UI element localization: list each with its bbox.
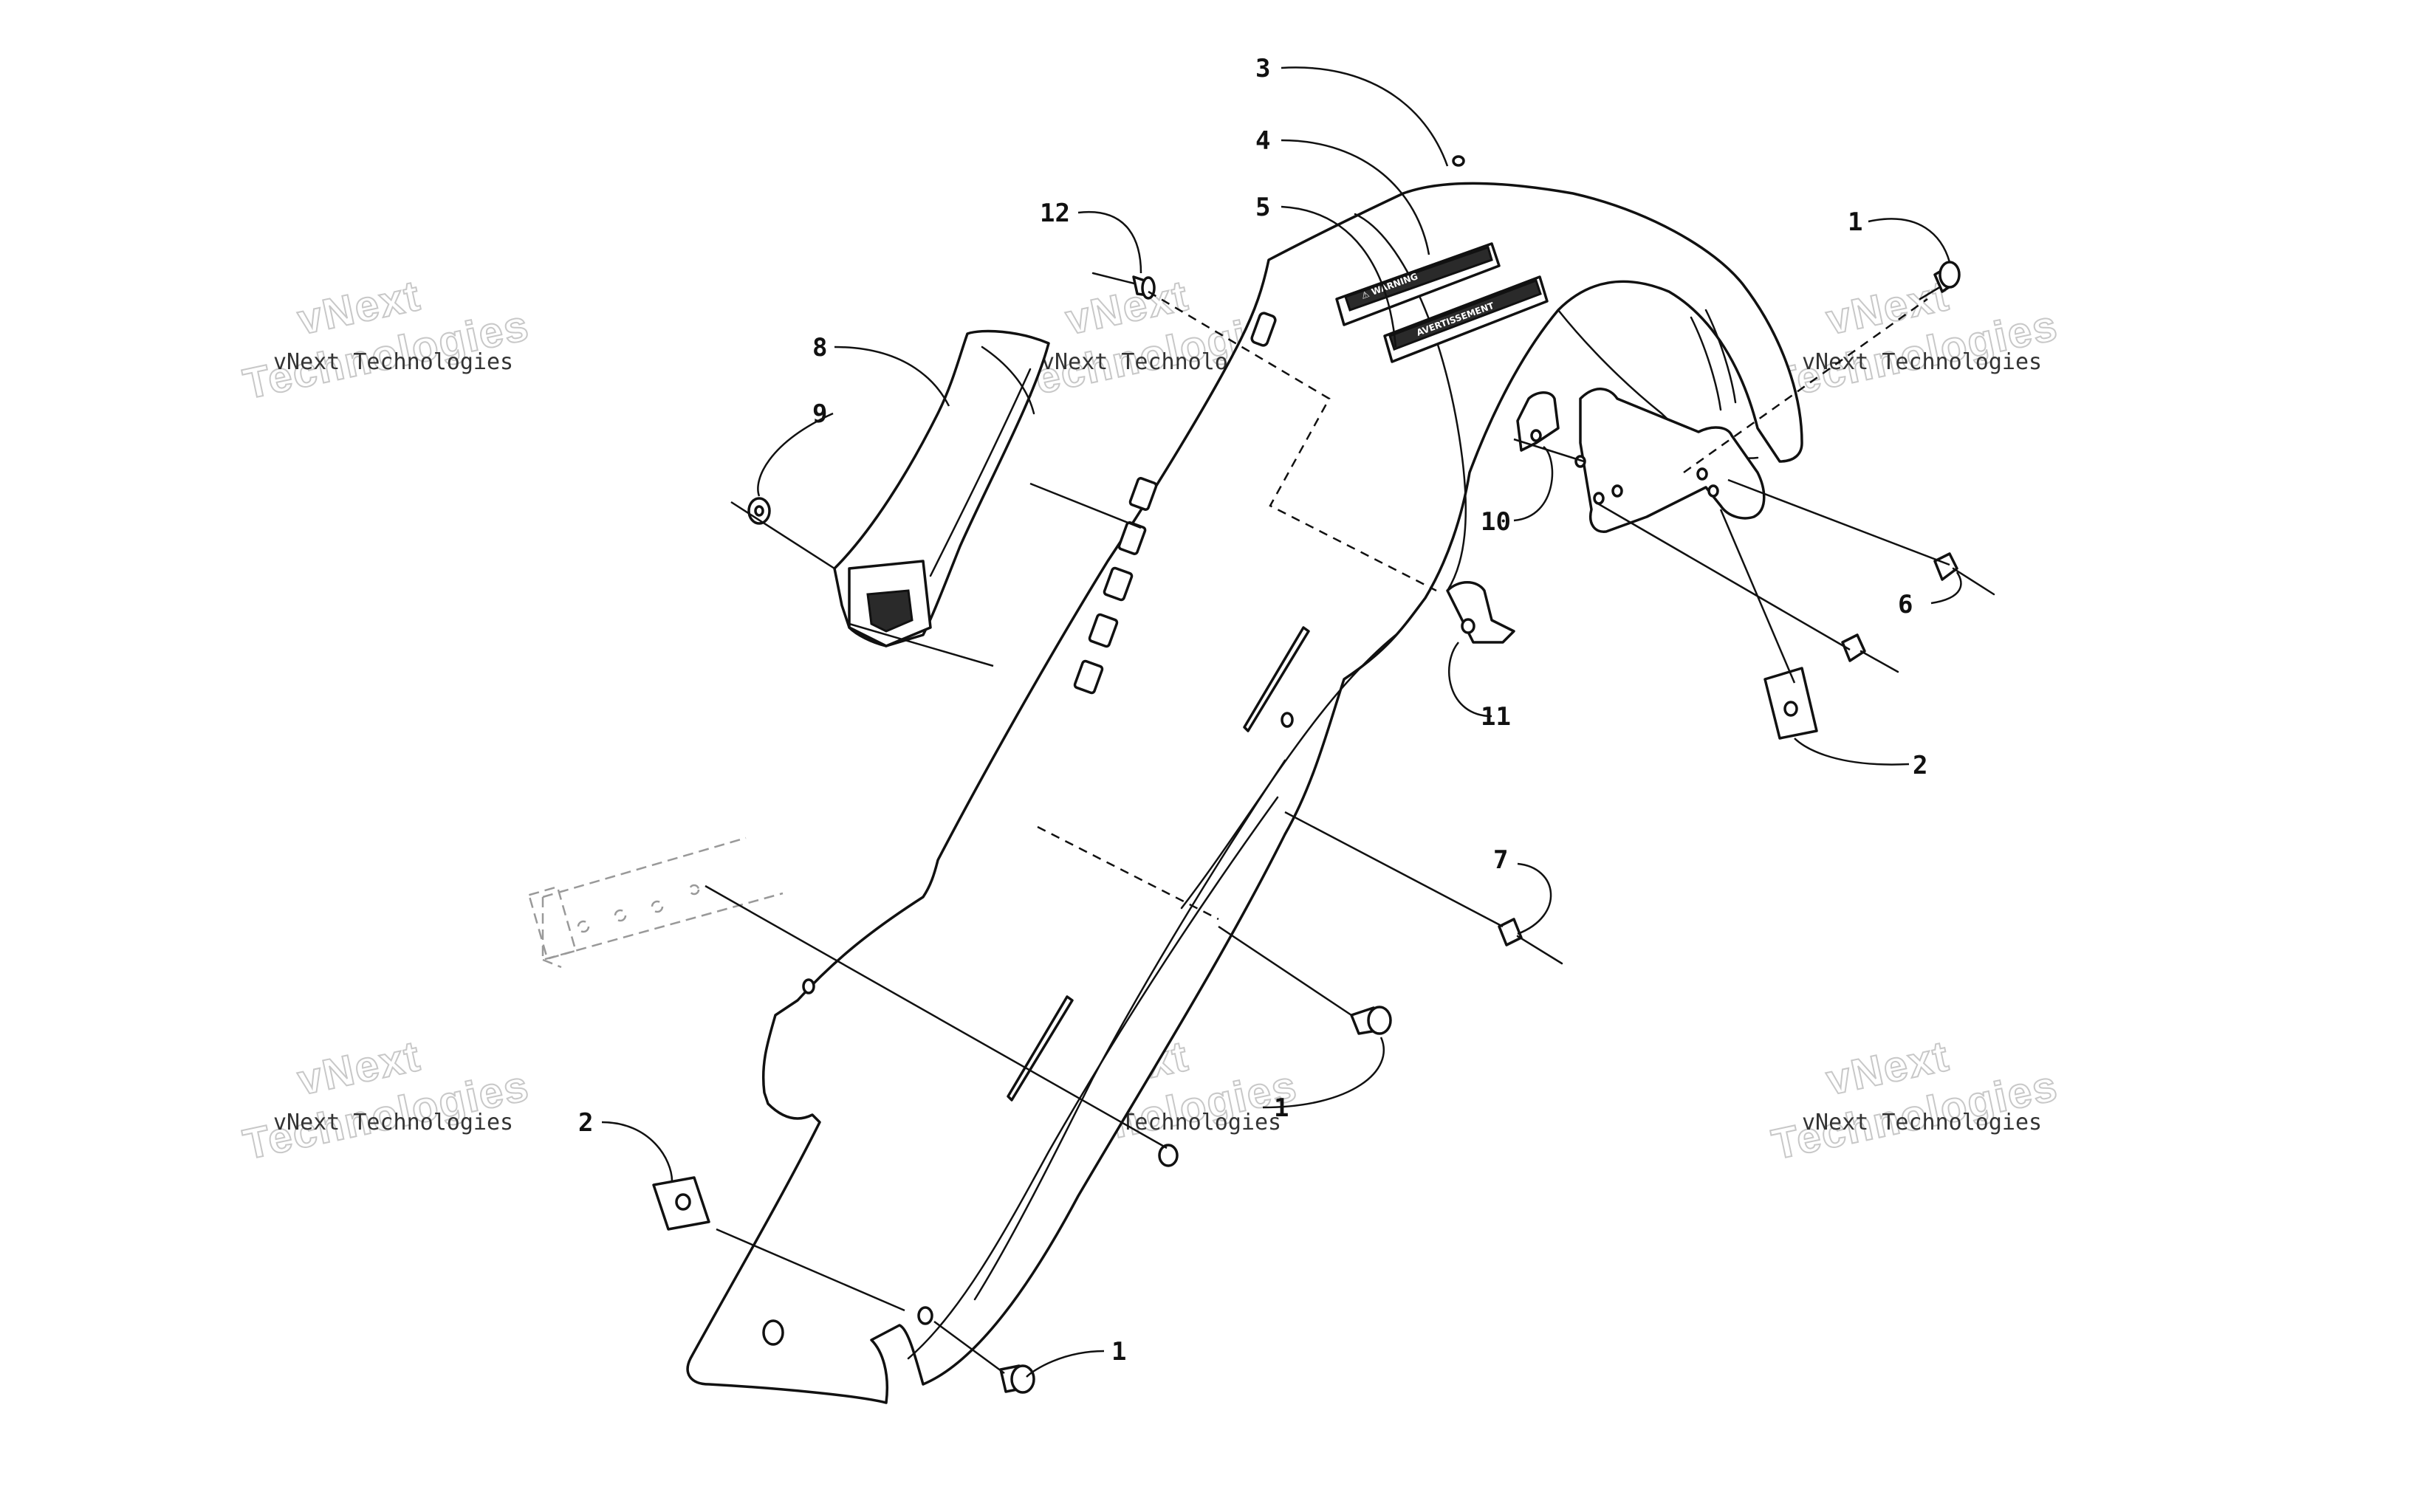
warning-decal: ⚠ WARNING: [1335, 242, 1501, 326]
phantom-frame-rail: [527, 836, 784, 969]
svg-text:vNext Technologies: vNext Technologies: [1802, 1110, 2042, 1135]
bolt-part-1-top: [1919, 261, 1961, 300]
svg-text:vNext Technologies: vNext Technologies: [273, 1110, 513, 1135]
callout-9: 9: [812, 399, 827, 429]
callout-1-bottom: 1: [1111, 1337, 1126, 1367]
callout-4: 4: [1255, 126, 1270, 156]
assembly-lines: [705, 290, 1950, 1375]
callout-8: 8: [812, 333, 827, 362]
clip-part-2-right: [1763, 667, 1818, 740]
callout-7: 7: [1493, 845, 1508, 875]
svg-text:vNext Technologies: vNext Technologies: [1802, 349, 2042, 375]
callout-6: 6: [1898, 590, 1913, 619]
skid-panel: [686, 182, 1803, 1404]
nut-part-lower-middle: [1158, 1144, 1179, 1167]
fender-assembly: [686, 155, 1803, 1404]
bolt-part-1-middle: [1350, 1006, 1392, 1035]
handle-part: [833, 329, 1050, 647]
callout-1-top-right: 1: [1848, 207, 1862, 237]
watermark-top-right: vNext Technologies vNext Technologies: [1767, 271, 2063, 410]
mounting-plate: [1574, 388, 1766, 533]
callout-2-right: 2: [1913, 751, 1927, 780]
callout-1-middle: 1: [1274, 1093, 1289, 1123]
svg-text:vNext Technologies: vNext Technologies: [273, 349, 513, 375]
rivet-part-6a: [1933, 552, 1995, 596]
watermark-bottom-left: vNext Technologies vNext Technologies: [239, 1031, 534, 1170]
rivet-part-7: [1498, 918, 1563, 965]
callout-3: 3: [1255, 54, 1270, 83]
callout-11: 11: [1481, 702, 1511, 732]
callout-5: 5: [1255, 193, 1270, 222]
bolt-part-1-bottom: [999, 1364, 1035, 1394]
rivet-part-6b: [1841, 633, 1899, 673]
bracket-part-10: [1516, 391, 1560, 452]
callout-12: 12: [1040, 199, 1070, 228]
callout-2-left: 2: [578, 1108, 593, 1138]
watermark-top-left: vNext Technologies vNext Technologies: [239, 271, 534, 410]
bracket-part-11: [1446, 581, 1515, 644]
callout-10: 10: [1481, 507, 1511, 537]
callout-leaders: [601, 66, 1962, 1378]
callout-labels: 3 4 5 12 1 8 9 10 6 11 2 7 1 2 1: [578, 54, 1927, 1367]
watermark-bottom-right: vNext Technologies vNext Technologies: [1767, 1031, 2063, 1170]
clip-part-2-left: [652, 1176, 710, 1231]
